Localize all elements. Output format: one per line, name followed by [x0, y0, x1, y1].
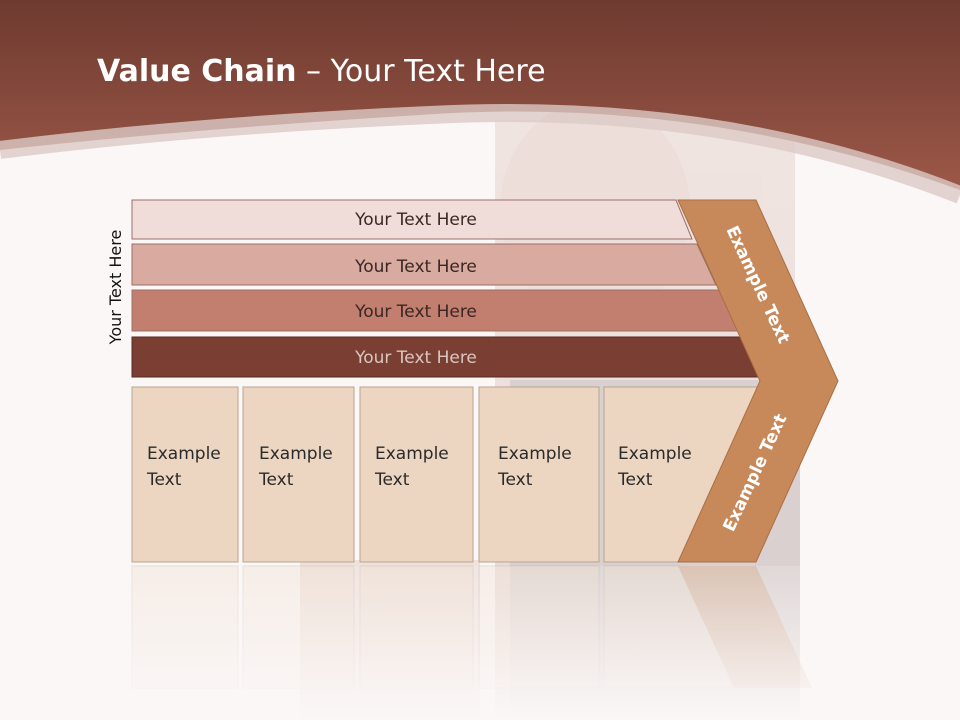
title-bold: Value Chain [97, 54, 297, 89]
page-title: Value Chain – Your Text Here [97, 54, 546, 89]
cell-3-line1: Example [375, 444, 449, 464]
bar-2-label: Your Text Here [354, 257, 477, 277]
header-band [0, 0, 960, 190]
cell-1-line2: Text [146, 470, 182, 490]
cell-4-line1: Example [498, 444, 572, 464]
bar-1 [131, 199, 693, 240]
bar-1-label: Your Text Here [354, 210, 477, 230]
cell-2-line2: Text [258, 470, 294, 490]
bar-3-label: Your Text Here [354, 302, 477, 322]
cell-5-line1: Example [618, 444, 692, 464]
reflection-fade [0, 566, 960, 720]
cell-4 [478, 386, 600, 563]
cell-3 [359, 386, 474, 563]
bars: Your Text Here Your Text Here Your Text … [131, 199, 764, 378]
cell-1 [131, 386, 239, 563]
cell-2 [242, 386, 355, 563]
side-label: Your Text Here [106, 230, 125, 346]
cell-1-line1: Example [147, 444, 221, 464]
title-rest: – Your Text Here [296, 54, 546, 89]
bar-4-label: Your Text Here [354, 348, 477, 368]
chevron-shape [677, 199, 839, 563]
cell-2-line1: Example [259, 444, 333, 464]
cell-3-line2: Text [374, 470, 410, 490]
cell-4-line2: Text [497, 470, 533, 490]
cell-5-line2: Text [617, 470, 653, 490]
header-arc [0, 103, 960, 204]
cells: Example Text Example Text Example Text E… [131, 386, 761, 563]
